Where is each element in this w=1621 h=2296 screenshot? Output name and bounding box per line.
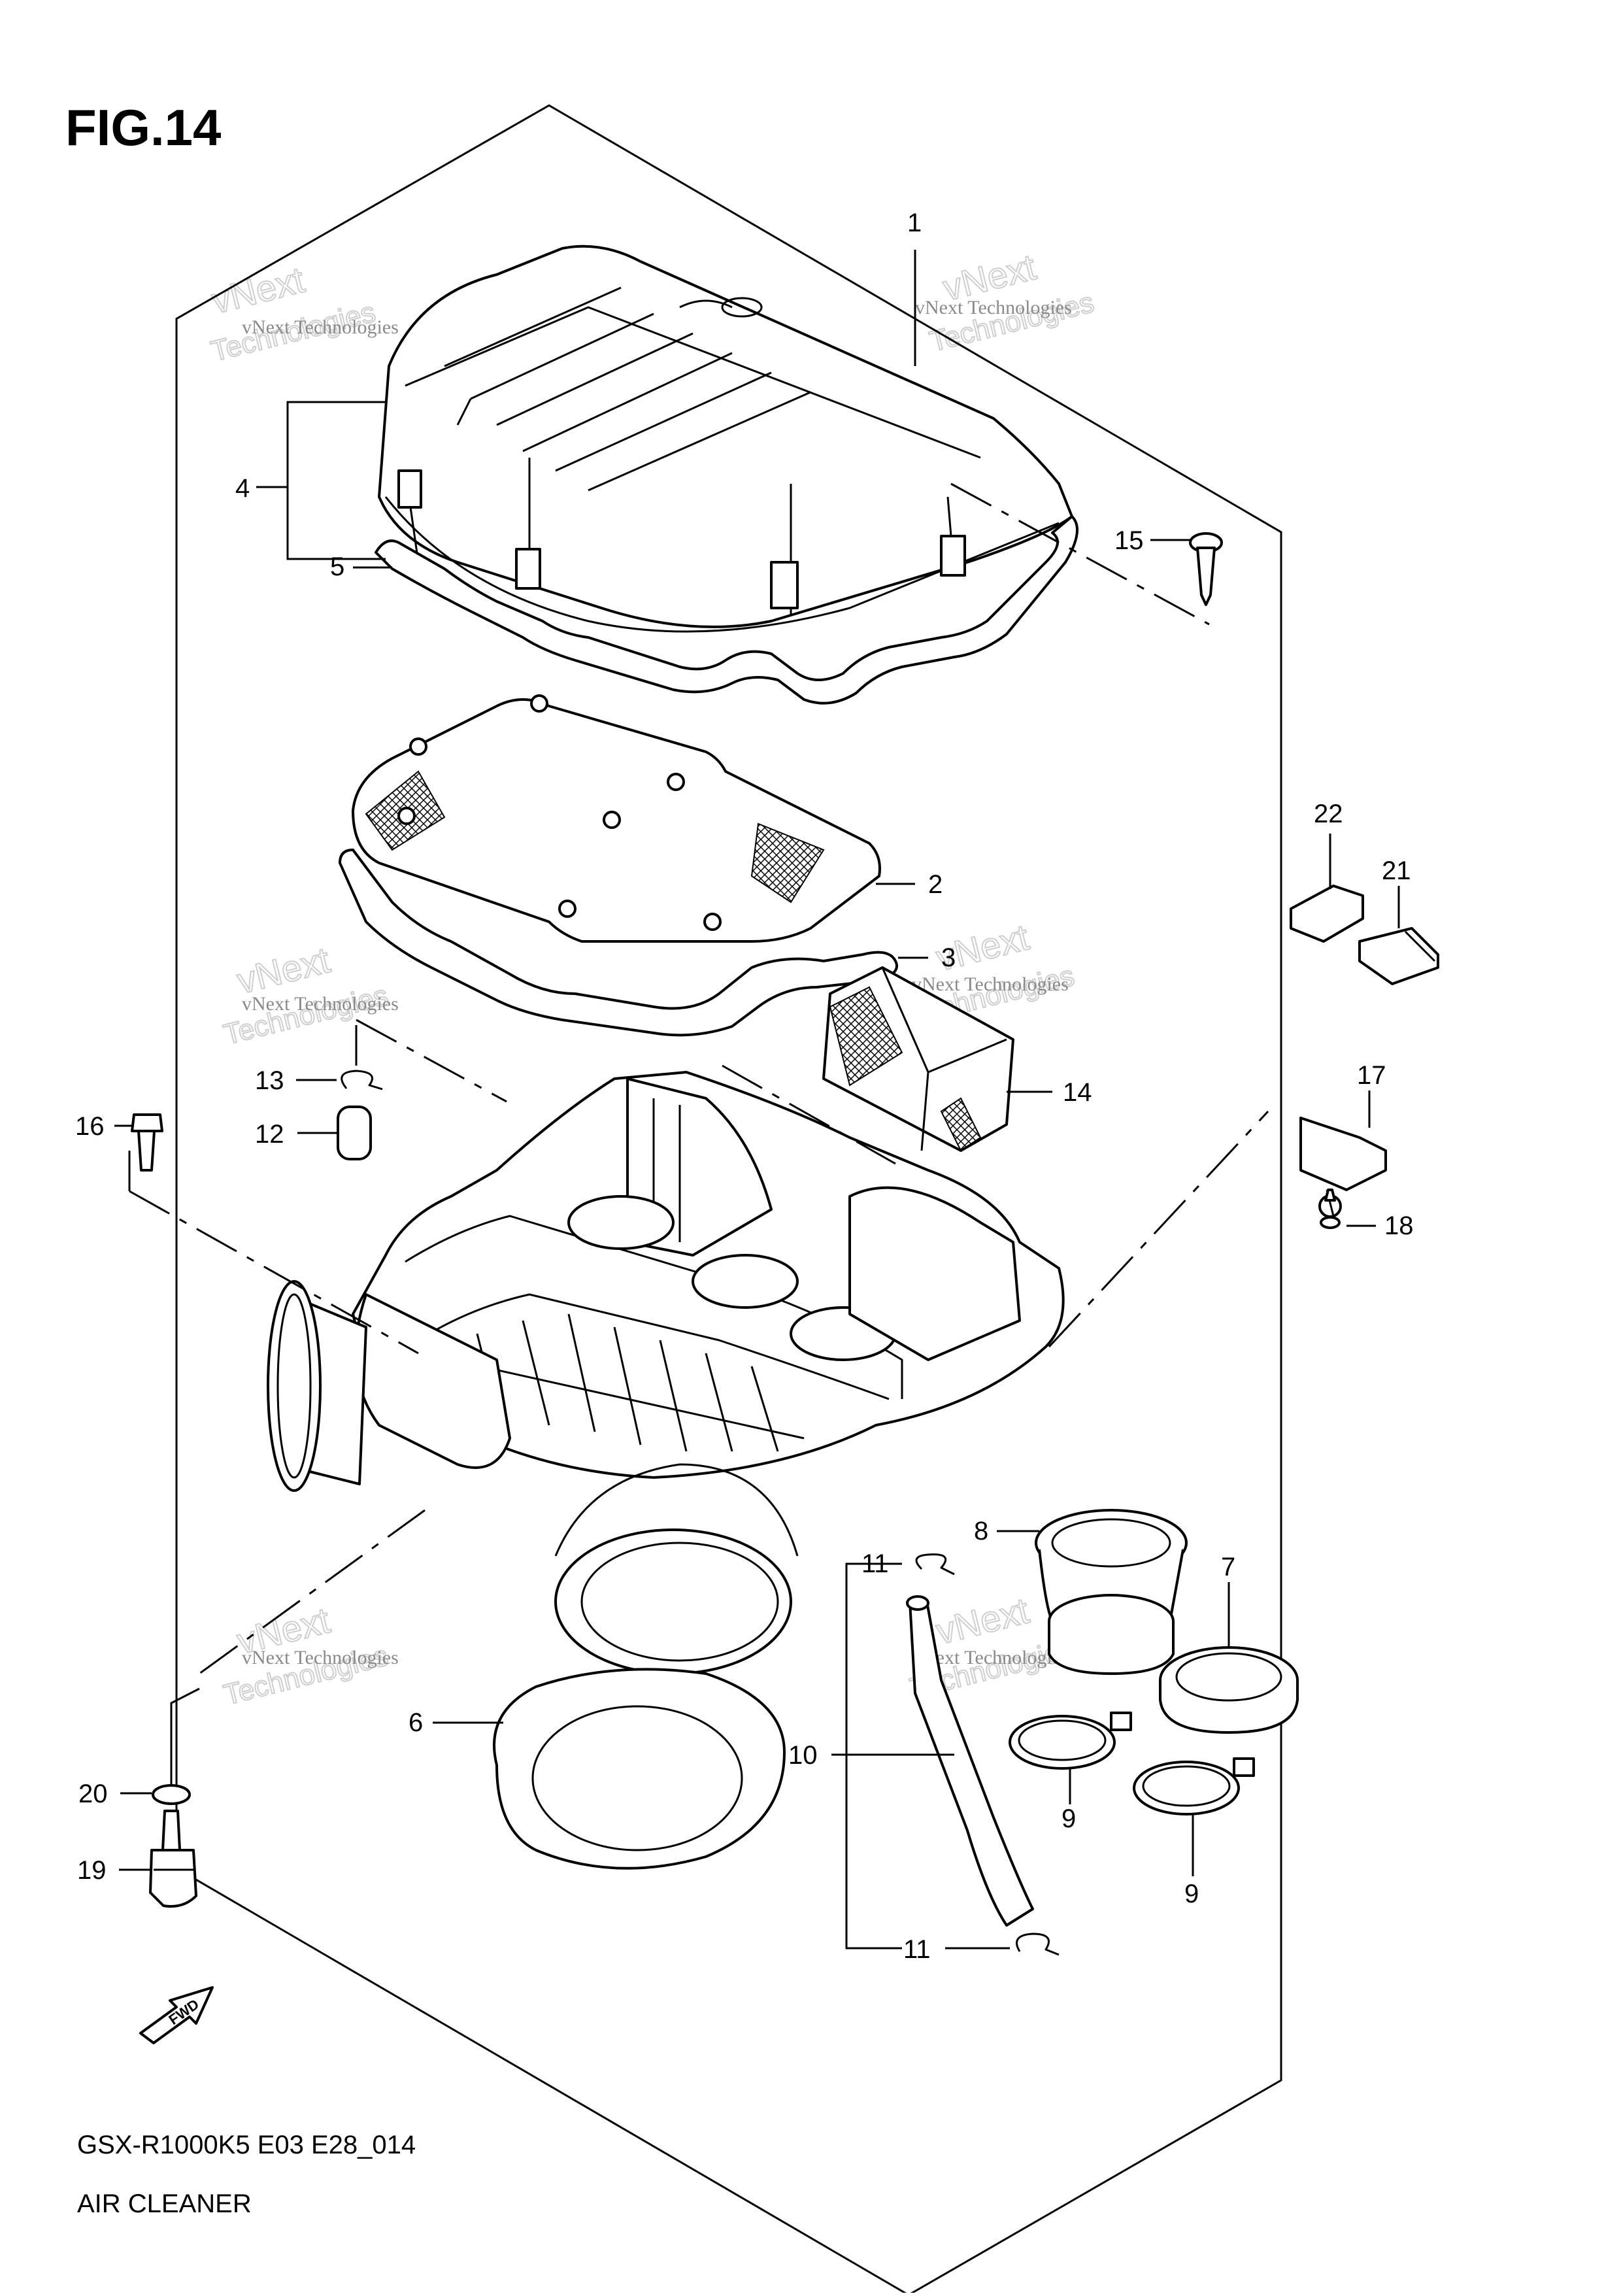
callout-15: 15 — [1114, 526, 1144, 555]
callout-11-upper: 11 — [861, 1549, 889, 1578]
hose-clamp-upper — [1009, 1712, 1132, 1770]
intake-boot — [1159, 1646, 1299, 1734]
callout-13: 13 — [255, 1066, 284, 1095]
pressure-sensor — [1299, 1117, 1387, 1218]
callout-8: 8 — [974, 1517, 988, 1545]
cap-seal — [375, 515, 1078, 705]
connector-cover — [1290, 885, 1364, 943]
callout-12: 12 — [255, 1120, 284, 1149]
filter-seal — [339, 849, 898, 1037]
callout-19: 19 — [77, 1856, 107, 1885]
hose-clip-upper — [915, 1553, 955, 1576]
diagram-subtitle: AIR CLEANER — [77, 2189, 252, 2218]
callout-1: 1 — [907, 209, 922, 237]
watermark-text: vNext Technologies — [242, 993, 399, 1015]
watermark-text: vNext Technologies — [912, 973, 1069, 995]
bolt — [131, 1113, 163, 1172]
watermark-text: vNext Technologies — [915, 297, 1072, 318]
callout-11-lower: 11 — [903, 1935, 931, 1964]
callout-10: 10 — [788, 1741, 818, 1770]
callout-21: 21 — [1382, 856, 1411, 885]
forward-arrow-icon: FWD — [139, 1986, 214, 2044]
watermark-vnext: vNext — [208, 259, 309, 322]
air-cleaner-box — [267, 1071, 1065, 1675]
callout-3: 3 — [941, 943, 956, 972]
callout-5: 5 — [330, 552, 344, 581]
rubber-cap — [337, 1106, 372, 1160]
callout-9-upper: 9 — [1061, 1804, 1076, 1833]
alignment-lines — [128, 482, 1269, 1675]
outlet-seal-ring — [493, 1668, 786, 1870]
callout-14: 14 — [1063, 1078, 1092, 1107]
callout-2: 2 — [928, 870, 943, 899]
watermark-vnext: vNext — [932, 1589, 1033, 1652]
figure-title: FIG.14 — [65, 99, 221, 156]
watermark-text: vNext Technologies — [242, 1647, 399, 1668]
callout-20: 20 — [78, 1780, 108, 1808]
intake-temp-sensor — [149, 1810, 197, 1908]
hose-clip-lower — [1016, 1933, 1060, 1956]
cap-clip — [341, 1070, 383, 1090]
callout-17: 17 — [1357, 1061, 1386, 1090]
callout-22: 22 — [1314, 800, 1343, 828]
model-code: GSX-R1000K5 E03 E28_014 — [77, 2131, 416, 2159]
leader-lines — [114, 250, 1400, 1950]
watermark-vnext: vNext — [233, 939, 334, 1002]
sensor-washer — [152, 1784, 191, 1805]
watermark-text: vNext Technologies — [242, 316, 399, 338]
wire-connector — [1358, 927, 1439, 985]
hose-clamp-lower — [1133, 1757, 1255, 1815]
intake-funnel — [1035, 1509, 1188, 1675]
air-filter-element — [352, 694, 881, 943]
sensor-screw — [1320, 1189, 1341, 1229]
callout-numbers: 1 2 3 4 5 6 7 8 9 9 10 11 11 12 13 14 15… — [75, 209, 1414, 1964]
drain-hose — [909, 1600, 1034, 1927]
callout-16: 16 — [75, 1112, 105, 1141]
cap-screw — [1189, 532, 1223, 606]
filter-block — [822, 966, 1014, 1152]
callout-4: 4 — [235, 474, 250, 503]
callout-6: 6 — [409, 1708, 423, 1737]
callout-9-lower: 9 — [1184, 1880, 1199, 1908]
callout-7: 7 — [1221, 1553, 1235, 1581]
callout-18: 18 — [1384, 1211, 1414, 1240]
